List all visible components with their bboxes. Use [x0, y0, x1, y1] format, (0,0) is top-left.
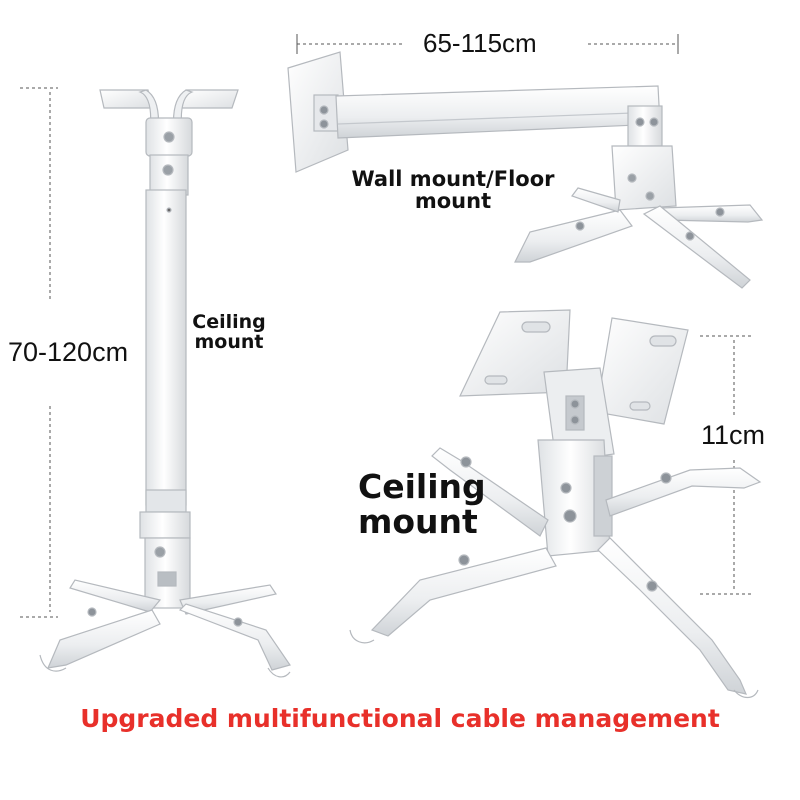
pole-height-dimension: 70-120cm	[8, 337, 129, 367]
dimension-lines	[20, 34, 752, 618]
ceiling-mount-closeup	[349, 309, 762, 699]
bracket-height-dimension: 11cm	[701, 420, 766, 450]
arm-length-dimension: 65-115cm	[423, 28, 537, 58]
wall-mount-label-line2: mount	[414, 189, 492, 214]
ceiling-large-label-line1: Ceiling	[358, 467, 486, 506]
ceiling-mount-label-small: Ceiling mount	[186, 311, 272, 353]
wall-floor-mount-label: Wall mount/Floor mount	[334, 168, 572, 212]
footer-tagline: Upgraded multifunctional cable managemen…	[80, 704, 720, 733]
ceiling-small-label-line2: mount	[194, 330, 264, 353]
ceiling-small-label-line1: Ceiling	[192, 311, 266, 333]
ceiling-mount-label-large: Ceiling mount	[358, 467, 498, 541]
ceiling-pole-mount	[39, 89, 291, 678]
wall-floor-mount	[287, 51, 764, 289]
ceiling-large-label-line2: mount	[358, 501, 478, 541]
wall-mount-label-line1: Wall mount/Floor	[351, 167, 555, 191]
